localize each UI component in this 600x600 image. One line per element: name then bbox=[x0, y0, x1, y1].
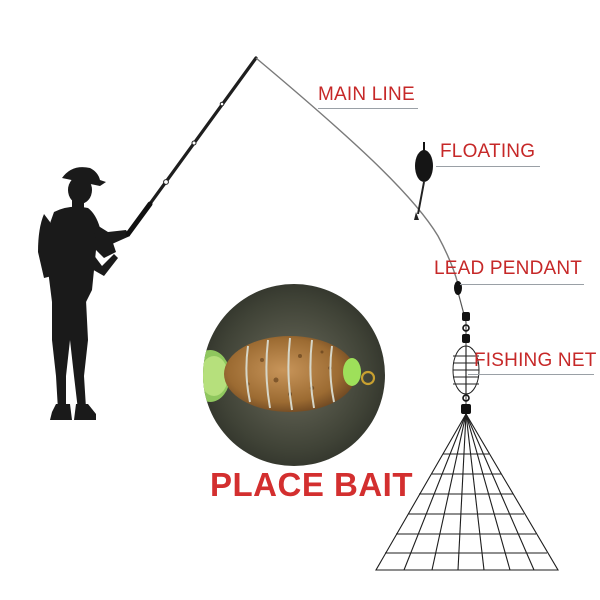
float-bobber bbox=[414, 142, 433, 220]
bait-cage bbox=[452, 345, 480, 395]
fishing-net-label: FISHING NET bbox=[474, 350, 597, 371]
place-bait-label: PLACE BAIT bbox=[210, 466, 413, 503]
floating-label: FLOATING bbox=[440, 141, 536, 162]
lead-pendant-label: LEAD PENDANT bbox=[434, 258, 583, 279]
floating-underline bbox=[436, 166, 540, 167]
bait-photo bbox=[203, 284, 385, 466]
net bbox=[375, 412, 559, 571]
main-line bbox=[255, 57, 459, 285]
fisherman-silhouette bbox=[38, 167, 130, 420]
main-line-underline bbox=[318, 108, 418, 109]
fishing-net-underline bbox=[468, 374, 594, 375]
lead-pendant-underline bbox=[460, 284, 584, 285]
fishing-rod bbox=[125, 56, 258, 237]
swivel-chain bbox=[461, 312, 471, 414]
main-line-label: MAIN LINE bbox=[318, 84, 415, 105]
